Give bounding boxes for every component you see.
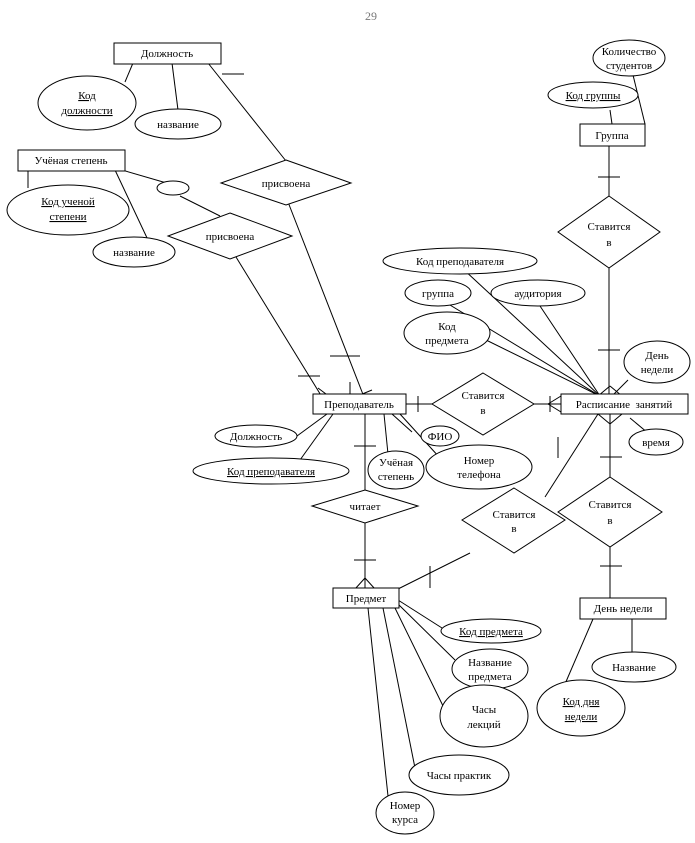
svg-text:Номер: Номер — [390, 800, 421, 812]
relationship-prisvoena-2: присвоена — [166, 212, 294, 260]
entity-label: Группа — [595, 130, 628, 142]
svg-text:Часы практик: Часы практик — [427, 770, 492, 782]
attr-kolichestvo-studentov: Количество студентов — [592, 39, 666, 77]
attr-nomer-telefona: Номер телефона — [425, 444, 533, 490]
attr-kod-dnya-nedeli: Код дня недели — [536, 679, 626, 737]
svg-text:Должность: Должность — [230, 431, 282, 443]
relationship-label: читает — [350, 501, 381, 513]
attr-kod-predmeta: Код предмета — [440, 618, 542, 644]
relationship-label-line2: в — [480, 405, 485, 417]
relationship-prisvoena-1: присвоена — [219, 159, 353, 206]
relationship-stavitsya-prep: Ставится в — [431, 372, 535, 436]
entity-prepodavatel: Преподаватель — [312, 393, 407, 415]
attr-fio: ФИО — [420, 425, 460, 447]
svg-text:Код ученой: Код ученой — [41, 196, 95, 208]
svg-text:Название: Название — [468, 657, 512, 669]
entity-den-nedeli: День недели — [579, 597, 667, 620]
relationship-label-line1: Ставится — [589, 499, 632, 511]
svg-text:телефона: телефона — [457, 469, 501, 481]
relationship-label-line2: в — [511, 523, 516, 535]
attr-den-nedeli-rasp: День недели — [623, 340, 691, 384]
attr-nazvanie-dnya: Название — [591, 651, 677, 683]
svg-text:Код дня: Код дня — [563, 696, 600, 708]
attr-uchenaya-stepen-prep: Учёная степень — [367, 450, 425, 490]
entity-label: Расписание занятий — [576, 399, 673, 411]
relationship-label-line2: в — [606, 237, 611, 249]
relationship-stavitsya-den: Ставится в — [557, 476, 663, 548]
entity-label: День недели — [594, 603, 653, 615]
svg-text:студентов: студентов — [606, 60, 652, 72]
entity-dolzhnost: Должность — [113, 42, 222, 65]
relationship-label-line1: Ставится — [493, 509, 536, 521]
connector-lines — [27, 62, 649, 797]
svg-text:группа: группа — [422, 288, 454, 300]
attr-kod-prepodavatelya-rasp: Код преподавателя — [382, 247, 538, 275]
entity-label: Предмет — [346, 593, 387, 605]
svg-text:Код группы: Код группы — [566, 90, 621, 102]
relationship-chitaet: читает — [310, 489, 420, 524]
entity-gruppa: Группа — [579, 123, 646, 147]
svg-text:Код: Код — [438, 321, 456, 333]
svg-text:Название: Название — [612, 662, 656, 674]
junction-ellipse — [156, 180, 190, 196]
attr-vremya: время — [628, 428, 684, 456]
svg-text:должности: должности — [61, 105, 112, 117]
svg-text:Код: Код — [78, 90, 96, 102]
svg-text:ФИО: ФИО — [428, 431, 453, 443]
entity-raspisanie: Расписание занятий — [560, 393, 689, 415]
relationship-stavitsya-predmet: Ставится в — [461, 487, 566, 554]
svg-text:недели: недели — [565, 711, 598, 723]
attr-nazvanie-dolzhnosti: название — [134, 108, 222, 140]
svg-text:степень: степень — [378, 471, 414, 483]
attr-kod-uchenoy-stepeni: Код ученой степени — [6, 184, 130, 236]
relationship-label-line1: Ставится — [588, 221, 631, 233]
svg-text:название: название — [113, 247, 155, 259]
relationship-stavitsya-gruppa: Ставится в — [557, 195, 661, 269]
entity-label: Учёная степень — [34, 155, 107, 167]
relationship-label: присвоена — [262, 178, 311, 190]
svg-text:День: День — [645, 350, 668, 362]
svg-text:название: название — [157, 119, 199, 131]
svg-text:время: время — [642, 437, 670, 449]
svg-text:аудитория: аудитория — [514, 288, 561, 300]
attr-kod-gruppy: Код группы — [547, 81, 639, 109]
svg-text:предмета: предмета — [468, 671, 512, 683]
relationship-label: присвоена — [206, 231, 255, 243]
svg-text:Номер: Номер — [464, 455, 495, 467]
relationship-label-line1: Ставится — [462, 390, 505, 402]
attr-auditoriya: аудитория — [490, 279, 586, 307]
attr-chasy-praktik: Часы практик — [408, 754, 510, 796]
svg-text:Часы: Часы — [472, 704, 497, 716]
svg-text:Код преподавателя: Код преподавателя — [227, 466, 315, 478]
attr-nomer-kursa: Номер курса — [375, 791, 435, 835]
entity-label: Преподаватель — [324, 399, 394, 411]
attr-dolzhnost-prep: Должность — [214, 424, 298, 448]
entity-predmet: Предмет — [332, 587, 400, 609]
svg-text:недели: недели — [641, 364, 674, 376]
attr-kod-prepodavatelya: Код преподавателя — [192, 457, 350, 485]
attr-gruppa-rasp: группа — [404, 279, 472, 307]
svg-text:лекций: лекций — [467, 719, 500, 731]
entity-uchenaya-stepen: Учёная степень — [17, 149, 126, 172]
svg-text:предмета: предмета — [425, 335, 469, 347]
attr-nazvanie-predmeta: Название предмета — [451, 648, 529, 690]
svg-text:Код преподавателя: Код преподавателя — [416, 256, 504, 268]
svg-text:курса: курса — [392, 814, 418, 826]
entity-label: Должность — [141, 48, 193, 60]
attr-kod-predmeta-rasp: Код предмета — [403, 311, 491, 355]
relationship-label-line2: в — [607, 515, 612, 527]
svg-text:Код предмета: Код предмета — [459, 626, 523, 638]
attr-kod-dolzhnosti: Код должности — [37, 75, 137, 131]
page-number: 29 — [365, 9, 377, 23]
svg-text:Учёная: Учёная — [379, 457, 413, 469]
svg-text:Количество: Количество — [602, 46, 657, 58]
attr-nazvanie-stepeni: название — [92, 236, 176, 268]
attr-chasy-lekciy: Часы лекций — [439, 684, 529, 748]
svg-text:степени: степени — [49, 211, 86, 223]
